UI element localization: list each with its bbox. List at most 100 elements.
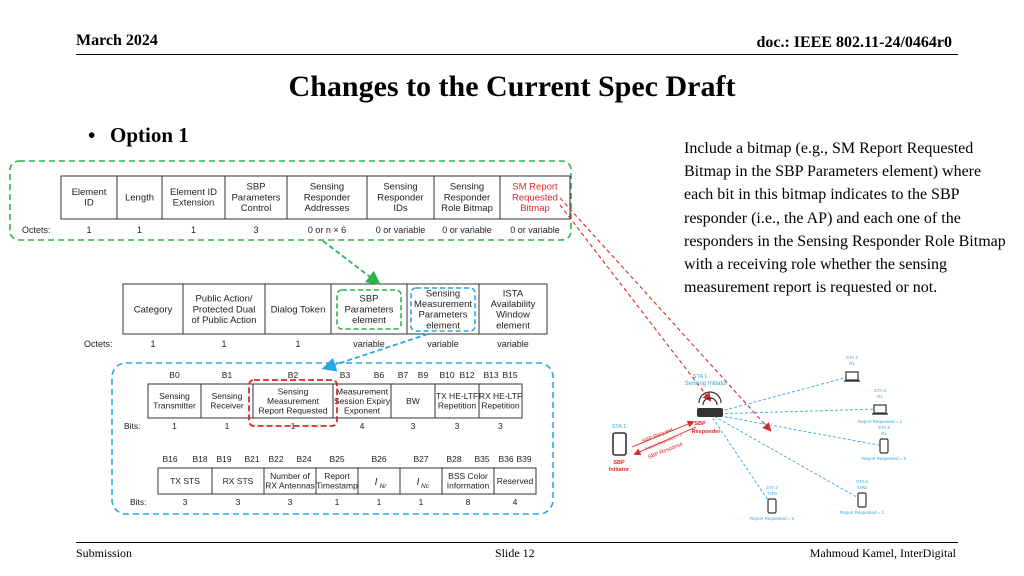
action-octet-value: 1 bbox=[295, 339, 300, 349]
action-field-label: Window bbox=[496, 310, 530, 321]
element-field-label: Sensing bbox=[383, 182, 417, 193]
action-field-label: Category bbox=[134, 304, 173, 315]
control-field-label: Measurement bbox=[336, 386, 389, 396]
bullet-dot-icon: • bbox=[88, 123, 96, 147]
control-bits-label-2: Bits: bbox=[130, 497, 147, 507]
control-bit-label: B0 bbox=[169, 370, 180, 380]
action-field-label: element bbox=[496, 320, 530, 331]
control-bit-size-2: 1 bbox=[335, 497, 340, 507]
element-field-label: Parameters bbox=[231, 192, 280, 203]
action-field-label: element bbox=[426, 320, 460, 331]
action-field-label: Availability bbox=[491, 299, 536, 310]
station-id-label: STA 3 bbox=[766, 485, 778, 490]
element-octet-value: 1 bbox=[137, 225, 142, 235]
control-field-box-2 bbox=[441, 467, 495, 495]
station-role-label: Rx bbox=[849, 361, 855, 366]
action-field-box bbox=[122, 283, 184, 335]
element-field-label: Responder bbox=[444, 192, 490, 203]
action-field-box bbox=[264, 283, 332, 335]
element-field-label: Sensing bbox=[310, 182, 344, 193]
element-field-label: Length bbox=[125, 192, 154, 203]
control-field-box-2 bbox=[399, 467, 443, 495]
control-field-label-2: RX STS bbox=[223, 476, 254, 486]
control-bit-label: B12 bbox=[459, 370, 474, 380]
station-id-label: STA 5 bbox=[878, 425, 890, 430]
action-field-label: Sensing bbox=[426, 288, 460, 299]
element-field-label: Responder bbox=[377, 192, 423, 203]
action-field-box bbox=[406, 283, 480, 335]
station-report-label: Report Requested = 1 bbox=[858, 419, 903, 424]
action-octets-label: Octets: bbox=[84, 339, 113, 349]
control-bit-label: B2 bbox=[288, 370, 299, 380]
phone-icon bbox=[767, 498, 777, 514]
element-octets-label: Octets: bbox=[22, 225, 51, 235]
station-role-label: TxRx bbox=[767, 491, 778, 496]
control-field-label: BW bbox=[406, 396, 420, 406]
phone-icon bbox=[879, 438, 889, 454]
sbp-parameters-highlight bbox=[336, 289, 402, 330]
control-field-box-2 bbox=[263, 467, 317, 495]
router-icon bbox=[697, 408, 723, 417]
element-octet-value: 0 or variable bbox=[442, 225, 492, 235]
control-bit-size-2: 8 bbox=[466, 497, 471, 507]
control-field-subscript: Nr bbox=[380, 483, 388, 490]
action-octet-value: 1 bbox=[150, 339, 155, 349]
footer-submission: Submission bbox=[76, 546, 133, 560]
slide-title: Changes to the Current Spec Draft bbox=[288, 70, 736, 103]
control-field-label-2: Number of bbox=[270, 471, 310, 481]
header-rule bbox=[76, 54, 958, 55]
station-report-label: Report Requested = 0 bbox=[862, 456, 907, 461]
responder-role-label-1: SBP bbox=[694, 421, 706, 427]
control-field-label-2: Reserved bbox=[497, 476, 534, 486]
element-field-box bbox=[60, 175, 118, 220]
responder-role-label-2: Responder bbox=[692, 429, 722, 435]
element-highlight-frame bbox=[9, 160, 572, 241]
control-field-label: Measurement bbox=[267, 396, 320, 406]
phone-icon bbox=[857, 492, 867, 508]
control-bit-size-2: 3 bbox=[236, 497, 241, 507]
initiator-sta-label: STA 1 bbox=[612, 424, 627, 430]
wifi-signal-icon bbox=[698, 391, 722, 406]
action-field-label: Parameters bbox=[418, 310, 467, 321]
red-arrow-to-ap bbox=[559, 204, 712, 402]
control-bit-label: B3 bbox=[340, 370, 351, 380]
control-field-box bbox=[390, 383, 436, 419]
control-field-box-2 bbox=[357, 467, 401, 495]
control-field-label: RX HE-LTF bbox=[479, 391, 522, 401]
element-field-label: Addresses bbox=[305, 203, 350, 214]
control-bit-size-2: 1 bbox=[419, 497, 424, 507]
control-bit-size: 1 bbox=[225, 421, 230, 431]
description-text: Include a bitmap (e.g., SM Report Reques… bbox=[684, 140, 1006, 297]
responder-sub-label: Sensing Initiator bbox=[684, 381, 727, 387]
sta-link-line bbox=[709, 408, 881, 415]
element-field-box bbox=[286, 175, 368, 220]
element-octet-value: 0 or variable bbox=[510, 225, 560, 235]
action-field-label: Dialog Token bbox=[271, 304, 326, 315]
station-role-label: TxRx bbox=[857, 485, 868, 490]
control-bit-label-2: B16 bbox=[162, 454, 177, 464]
element-field-label: IDs bbox=[393, 203, 408, 214]
control-bit-label-2: B24 bbox=[296, 454, 311, 464]
control-field-label-2: RX Antennas bbox=[265, 481, 315, 491]
station-role-label: Rx bbox=[881, 431, 887, 436]
element-field-label: Sensing bbox=[450, 182, 484, 193]
control-bit-label-2: B39 bbox=[516, 454, 531, 464]
action-field-label: Public Action/ bbox=[195, 294, 252, 305]
footer-rule bbox=[76, 542, 958, 543]
control-field-label: Report Requested bbox=[259, 405, 328, 415]
control-field-label: Exponent bbox=[344, 405, 381, 415]
control-field-box bbox=[252, 383, 334, 419]
control-field-box bbox=[147, 383, 202, 419]
action-field-label: element bbox=[352, 315, 386, 326]
action-field-label: of Public Action bbox=[192, 315, 257, 326]
control-field-box bbox=[434, 383, 480, 419]
control-field-label: Receiver bbox=[210, 401, 244, 411]
control-bit-size: 1 bbox=[291, 421, 296, 431]
header-date: March 2024 bbox=[76, 32, 158, 49]
control-bit-size: 3 bbox=[498, 421, 503, 431]
initiator-role-label-1: SBP bbox=[613, 460, 625, 466]
